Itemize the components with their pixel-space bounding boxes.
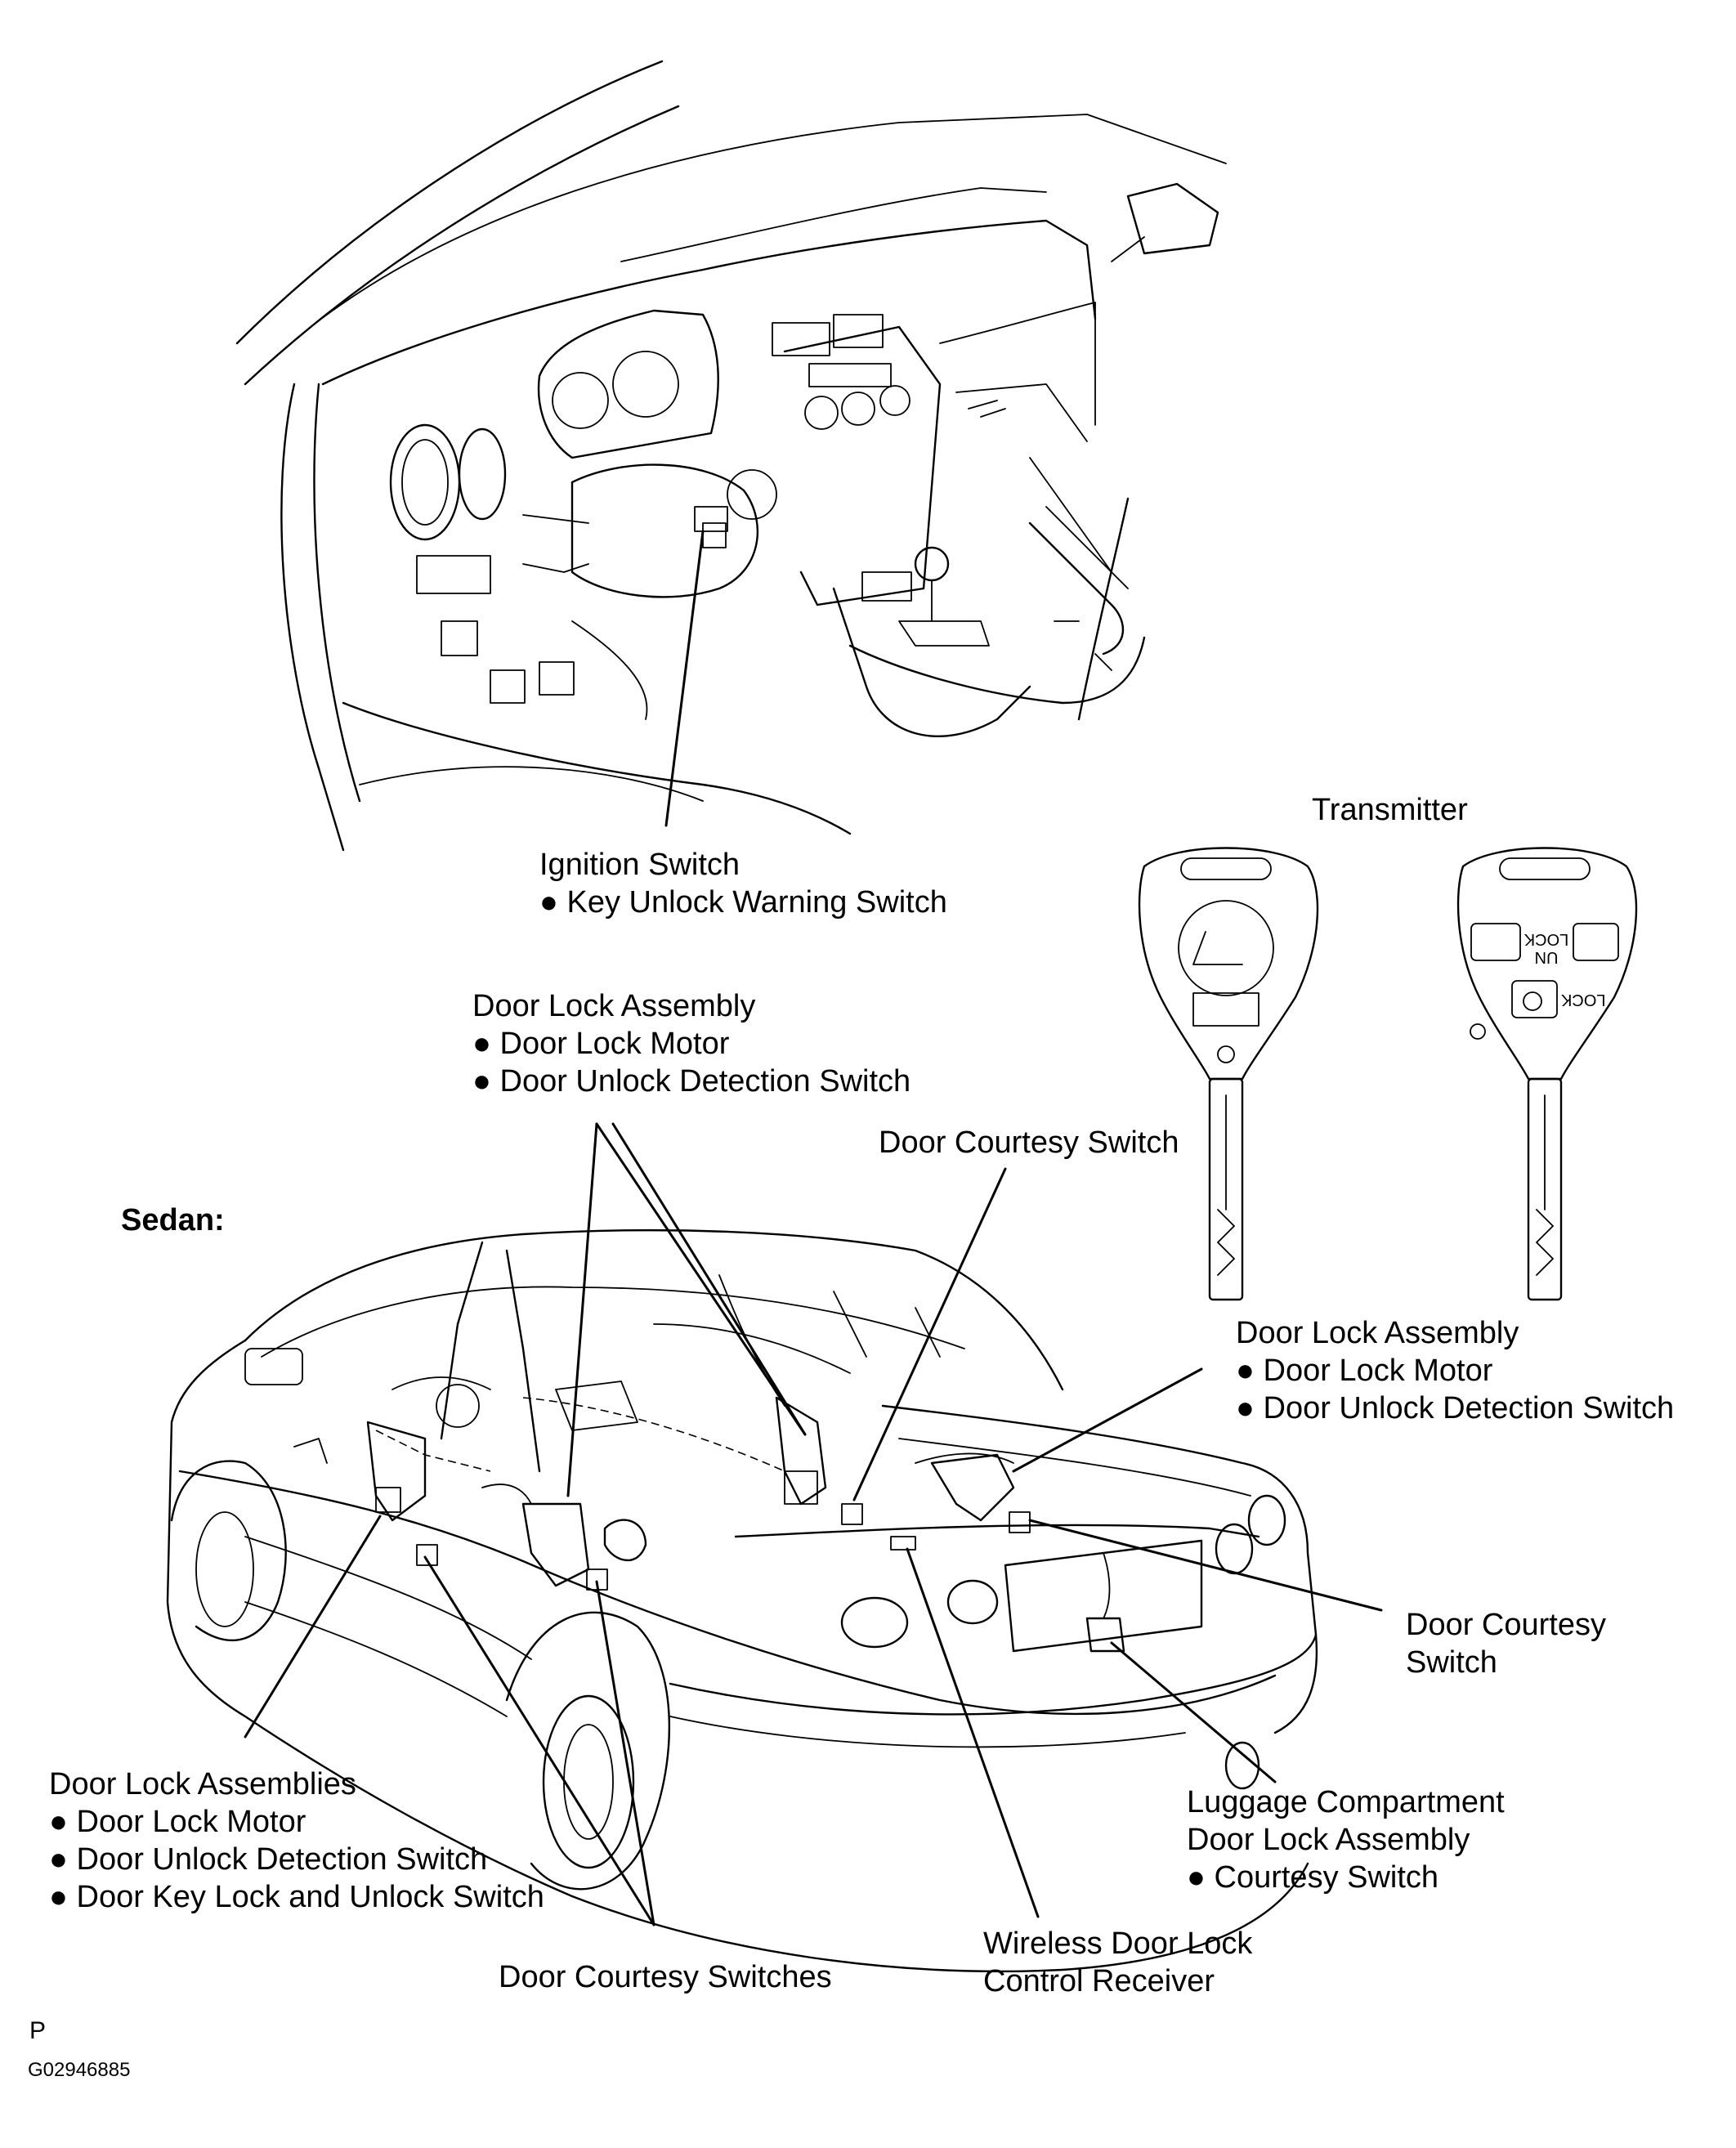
leader-door-lock-front-c — [611, 1122, 807, 1436]
leader-door-lock-front-a — [566, 1122, 598, 1497]
door-courtesy-right-label: Door Courtesy Switch — [1406, 1606, 1606, 1681]
door-lock-left-item-key-lock: ● Door Key Lock and Unlock Switch — [49, 1880, 544, 1914]
leader-lines — [244, 530, 1383, 1926]
transmitter-label: Transmitter — [1312, 793, 1468, 827]
transmitter-key-front — [1138, 847, 1319, 1301]
leader-luggage — [1110, 1641, 1277, 1783]
wireless-line1: Wireless Door Lock — [983, 1926, 1253, 1961]
leader-courtesy-top — [852, 1167, 1007, 1501]
wireless-line2: Control Receiver — [983, 1964, 1215, 1998]
ignition-switch-title: Ignition Switch — [539, 848, 740, 882]
wireless-receiver-label: Wireless Door Lock Control Receiver — [983, 1925, 1252, 2000]
door-lock-rear-label: Door Lock Assembly ● Door Lock Motor ● D… — [1236, 1314, 1674, 1427]
door-courtesy-right-line1: Door Courtesy — [1406, 1608, 1606, 1642]
door-lock-left-label: Door Lock Assemblies ● Door Lock Motor ●… — [49, 1765, 544, 1916]
door-lock-front-item-motor: ● Door Lock Motor — [472, 1027, 730, 1061]
lock-button-label: LOCK — [1561, 991, 1606, 1009]
door-lock-rear-title: Door Lock Assembly — [1236, 1316, 1519, 1350]
leader-door-lock-rear — [1012, 1367, 1203, 1473]
leader-courtesy-switches-a — [423, 1555, 655, 1926]
leader-courtesy-right — [1028, 1519, 1383, 1612]
footer-letter: P — [29, 2017, 47, 2044]
leader-ignition — [664, 530, 705, 827]
door-lock-rear-item-unlock-detection: ● Door Unlock Detection Switch — [1236, 1391, 1675, 1425]
leader-courtesy-switches-b — [595, 1580, 655, 1926]
luggage-item-courtesy: ● Courtesy Switch — [1187, 1860, 1439, 1895]
sedan-illustration — [166, 1228, 1318, 1973]
door-lock-front-title: Door Lock Assembly — [472, 989, 756, 1023]
luggage-label: Luggage Compartment Door Lock Assembly ●… — [1187, 1783, 1505, 1896]
transmitter-key-back — [1456, 847, 1638, 1301]
leader-door-lock-front-b — [595, 1122, 807, 1436]
luggage-title2: Door Lock Assembly — [1187, 1823, 1470, 1857]
door-lock-left-item-unlock-detection: ● Door Unlock Detection Switch — [49, 1842, 488, 1877]
door-lock-left-item-motor: ● Door Lock Motor — [49, 1805, 306, 1839]
door-lock-rear-item-motor: ● Door Lock Motor — [1236, 1354, 1493, 1388]
door-lock-left-title: Door Lock Assemblies — [49, 1767, 356, 1801]
door-courtesy-switches-label: Door Courtesy Switches — [499, 1960, 832, 1994]
door-lock-front-item-unlock-detection: ● Door Unlock Detection Switch — [472, 1064, 911, 1099]
leader-wireless — [906, 1547, 1040, 1918]
leader-door-lock-left — [244, 1515, 382, 1739]
sedan-heading: Sedan: — [121, 1203, 225, 1237]
unlock-button-label: UN LOCK — [1523, 930, 1569, 966]
ignition-switch-label: Ignition Switch ● Key Unlock Warning Swi… — [539, 846, 947, 921]
key-unlock-warning-item: ● Key Unlock Warning Switch — [539, 885, 947, 920]
luggage-title: Luggage Compartment — [1187, 1785, 1505, 1819]
door-courtesy-top-label: Door Courtesy Switch — [879, 1125, 1179, 1160]
door-lock-front-label: Door Lock Assembly ● Door Lock Motor ● D… — [472, 987, 911, 1100]
footer-code: G02946885 — [28, 2059, 131, 2081]
door-courtesy-right-line2: Switch — [1406, 1645, 1497, 1680]
dashboard-illustration — [235, 60, 1227, 852]
